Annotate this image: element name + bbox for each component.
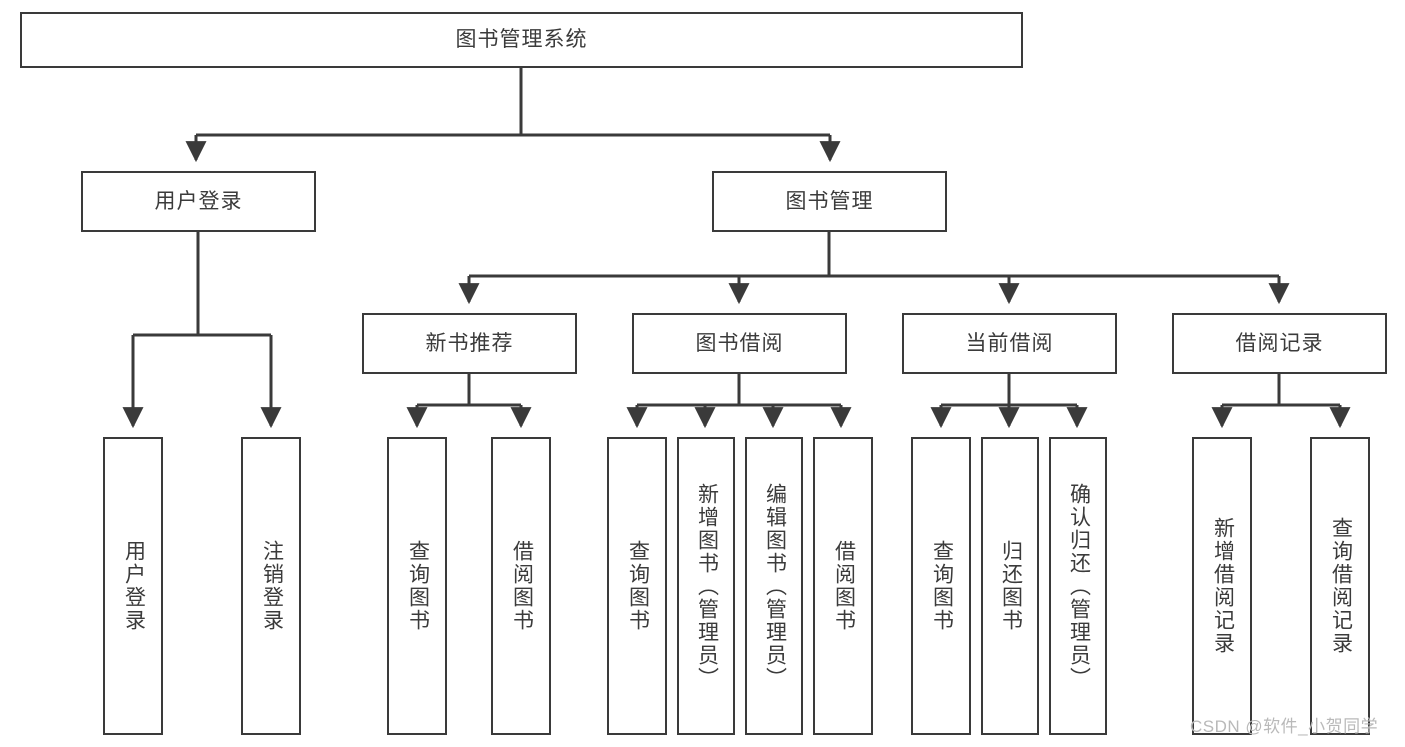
node-label: 注销登录 [260,540,284,632]
leaf-user-login-logout[interactable]: 注销登录 [241,437,301,735]
node-borrow-record[interactable]: 借阅记录 [1172,313,1387,374]
node-label: 借阅图书 [832,540,856,632]
leaf-borrow-record-add-record[interactable]: 新增借阅记录 [1192,437,1252,735]
leaf-book-borrow-borrow-book[interactable]: 借阅图书 [813,437,873,735]
leaf-user-login-login[interactable]: 用户登录 [103,437,163,735]
node-label: 新书推荐 [425,331,514,355]
leaf-book-borrow-query-book[interactable]: 查询图书 [607,437,667,735]
node-label: 查询图书 [406,540,430,632]
leaf-current-borrow-query-book[interactable]: 查询图书 [911,437,971,735]
node-label: 图书管理 [785,189,874,213]
node-root-book-management-system[interactable]: 图书管理系统 [20,12,1023,68]
leaf-new-book-query-book[interactable]: 查询图书 [387,437,447,735]
node-label: 新增借阅记录 [1211,517,1235,655]
node-label: 查询借阅记录 [1329,517,1353,655]
node-book-borrow[interactable]: 图书借阅 [632,313,847,374]
node-label: 当前借阅 [965,331,1054,355]
node-label: 编辑图书（管理员） [763,482,787,690]
node-label: 查询图书 [626,540,650,632]
node-label: 借阅图书 [510,540,534,632]
node-current-borrow[interactable]: 当前借阅 [902,313,1117,374]
node-label: 图书借阅 [695,331,784,355]
node-label: 图书管理系统 [455,28,588,52]
node-label: 确认归还（管理员） [1067,482,1091,690]
node-new-book-recommend[interactable]: 新书推荐 [362,313,577,374]
node-label: 归还图书 [999,540,1023,632]
leaf-borrow-record-query-record[interactable]: 查询借阅记录 [1310,437,1370,735]
leaf-book-borrow-add-book-admin[interactable]: 新增图书（管理员） [677,437,735,735]
node-book-management[interactable]: 图书管理 [712,171,947,232]
leaf-current-borrow-return-book[interactable]: 归还图书 [981,437,1039,735]
node-label: 借阅记录 [1235,331,1324,355]
node-label: 新增图书（管理员） [695,482,719,690]
node-label: 用户登录 [154,189,243,213]
node-label: 用户登录 [122,540,146,632]
node-label: 查询图书 [930,540,954,632]
node-user-login[interactable]: 用户登录 [81,171,316,232]
leaf-current-borrow-confirm-return-admin[interactable]: 确认归还（管理员） [1049,437,1107,735]
leaf-new-book-borrow-book[interactable]: 借阅图书 [491,437,551,735]
leaf-book-borrow-edit-book-admin[interactable]: 编辑图书（管理员） [745,437,803,735]
